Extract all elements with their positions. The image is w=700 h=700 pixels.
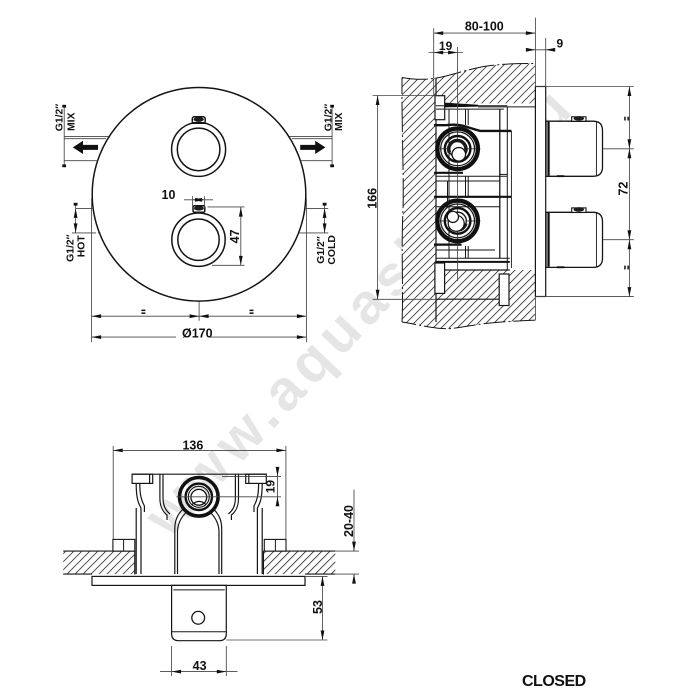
svg-text:MIX: MIX [67, 112, 78, 131]
svg-text:G1/2″: G1/2″ [55, 104, 66, 132]
svg-text:G1/2″: G1/2″ [324, 104, 335, 132]
svg-text:MIX: MIX [334, 112, 345, 131]
svg-text:72: 72 [616, 182, 630, 196]
svg-text:CLOSED: CLOSED [522, 673, 586, 690]
svg-text:HOT: HOT [77, 235, 88, 258]
svg-text:47: 47 [228, 229, 242, 243]
svg-text:20-40: 20-40 [342, 505, 356, 537]
svg-text:166: 166 [366, 188, 380, 209]
svg-text:19: 19 [264, 480, 278, 494]
svg-text:19: 19 [439, 39, 453, 53]
svg-text:136: 136 [182, 438, 203, 452]
svg-text:G1/2″: G1/2″ [316, 236, 327, 264]
svg-text:9: 9 [556, 36, 563, 50]
svg-text:43: 43 [193, 659, 207, 673]
svg-text:G1/2″: G1/2″ [65, 234, 76, 262]
svg-text:53: 53 [311, 600, 325, 614]
svg-text:10: 10 [162, 188, 176, 202]
svg-text:Ø170: Ø170 [182, 327, 213, 341]
svg-text:80-100: 80-100 [465, 20, 504, 34]
svg-text:COLD: COLD [327, 235, 338, 265]
